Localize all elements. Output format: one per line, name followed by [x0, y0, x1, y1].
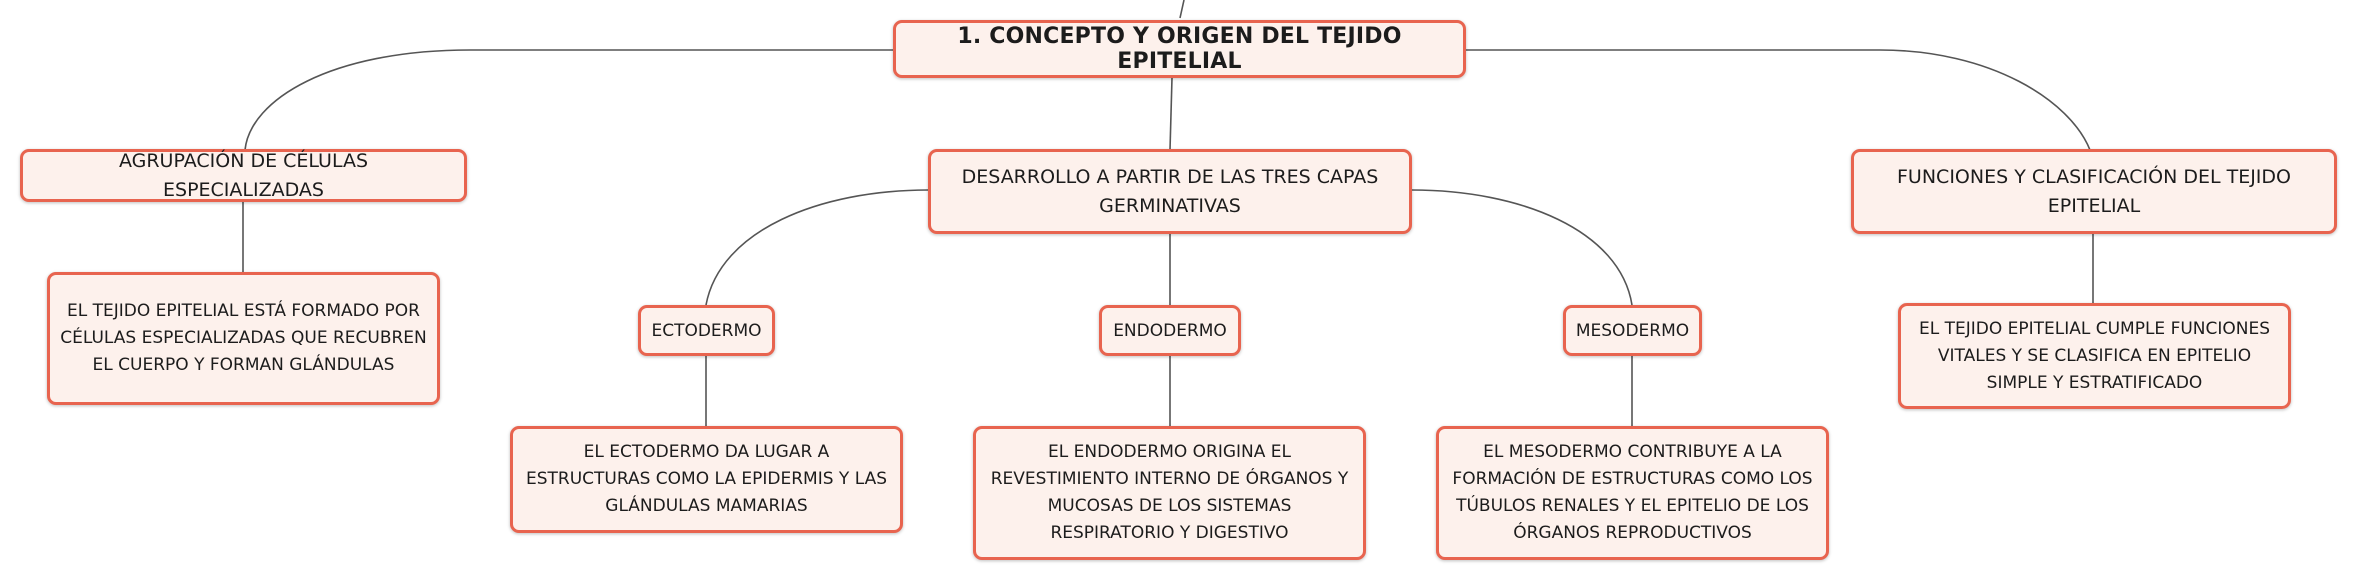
ectodermo-detail-node[interactable]: EL ECTODERMO DA LUGAR A ESTRUCTURAS COMO… [510, 426, 903, 533]
ectodermo-node[interactable]: ECTODERMO [638, 305, 775, 356]
branch-funciones-label: FUNCIONES Y CLASIFICACIÓN DEL TEJIDO EPI… [1897, 165, 2291, 217]
ectodermo-label: ECTODERMO [651, 320, 762, 341]
mesodermo-label: MESODERMO [1575, 320, 1690, 341]
endodermo-node[interactable]: ENDODERMO [1099, 305, 1241, 356]
mesodermo-detail-text: EL MESODERMO CONTRIBUYE A LA FORMACIÓN D… [1452, 442, 1813, 543]
endodermo-detail-node[interactable]: EL ENDODERMO ORIGINA EL REVESTIMIENTO IN… [973, 426, 1366, 560]
agrupacion-detail-node[interactable]: EL TEJIDO EPITELIAL ESTÁ FORMADO POR CÉL… [47, 272, 440, 405]
connector-root-to-agrupacion [244, 49, 893, 151]
endodermo-detail-text: EL ENDODERMO ORIGINA EL REVESTIMIENTO IN… [990, 442, 1349, 543]
agrupacion-detail-text: EL TEJIDO EPITELIAL ESTÁ FORMADO POR CÉL… [60, 301, 427, 375]
connector-desarrollo-to-mesodermo [1411, 189, 1633, 306]
root-label: 1. CONCEPTO Y ORIGEN DEL TEJIDO EPITELIA… [957, 24, 1402, 74]
branch-desarrollo-label: DESARROLLO A PARTIR DE LAS TRES CAPAS GE… [961, 165, 1379, 217]
ectodermo-detail-text: EL ECTODERMO DA LUGAR A ESTRUCTURAS COMO… [525, 442, 887, 516]
branch-agrupacion-node[interactable]: AGRUPACIÓN DE CÉLULAS ESPECIALIZADAS [20, 149, 467, 202]
branch-desarrollo-node[interactable]: DESARROLLO A PARTIR DE LAS TRES CAPAS GE… [928, 149, 1412, 234]
funciones-detail-text: EL TEJIDO EPITELIAL CUMPLE FUNCIONES VIT… [1918, 318, 2271, 393]
mesodermo-detail-node[interactable]: EL MESODERMO CONTRIBUYE A LA FORMACIÓN D… [1436, 426, 1829, 560]
connector-root-to-funciones [1466, 49, 2091, 151]
branch-funciones-node[interactable]: FUNCIONES Y CLASIFICACIÓN DEL TEJIDO EPI… [1851, 149, 2337, 234]
branch-agrupacion-label: AGRUPACIÓN DE CÉLULAS ESPECIALIZADAS [118, 149, 369, 201]
connector-root-to-desarrollo [1169, 77, 1173, 151]
connector-desarrollo-to-ectodermo [705, 189, 929, 306]
funciones-detail-node[interactable]: EL TEJIDO EPITELIAL CUMPLE FUNCIONES VIT… [1898, 303, 2291, 409]
mesodermo-node[interactable]: MESODERMO [1563, 305, 1702, 356]
connector-root-incoming [1179, 0, 1185, 19]
root-node[interactable]: 1. CONCEPTO Y ORIGEN DEL TEJIDO EPITELIA… [893, 20, 1466, 78]
endodermo-label: ENDODERMO [1113, 320, 1227, 341]
